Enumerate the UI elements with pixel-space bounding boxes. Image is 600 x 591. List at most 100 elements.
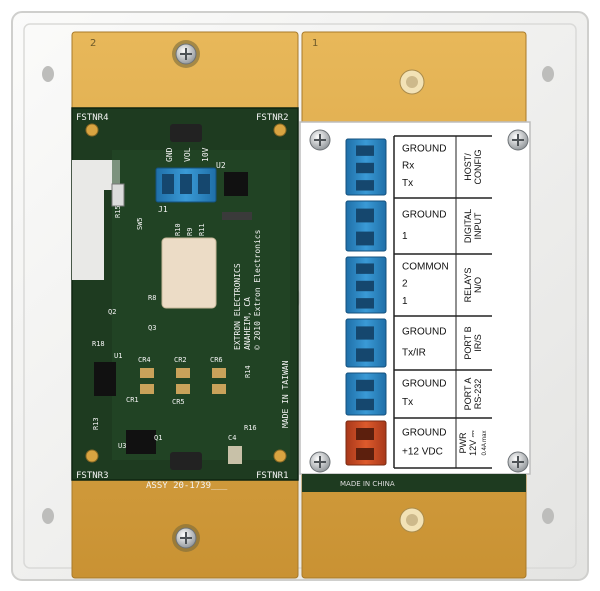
row-group-label: RS-232 bbox=[473, 379, 483, 410]
brand-line: © 2010 Extron Electronics bbox=[253, 229, 262, 350]
silk-r15: R15 bbox=[114, 205, 122, 218]
silk-u2: U2 bbox=[216, 161, 226, 170]
fastener-label: FSTNR1 bbox=[256, 471, 289, 481]
panel-screw bbox=[507, 129, 529, 151]
row-group-label: PORT A bbox=[463, 378, 473, 411]
silk-u3: U3 bbox=[118, 442, 126, 450]
connector-panel-base bbox=[302, 474, 526, 492]
screw-bottom-left bbox=[172, 524, 200, 552]
row-group-label: CONFIG bbox=[473, 150, 483, 185]
label-pad bbox=[161, 237, 217, 309]
row-group-label: 0.4A max bbox=[482, 430, 488, 455]
pcb-hole bbox=[273, 123, 287, 137]
silk-q1: Q1 bbox=[154, 434, 162, 442]
row-label: GROUND bbox=[402, 379, 446, 390]
silk-j1: J1 bbox=[158, 205, 168, 214]
pcb-hole bbox=[85, 449, 99, 463]
silk-r14: R14 bbox=[244, 365, 252, 378]
row-label: Tx/IR bbox=[402, 347, 426, 358]
silk-c4: C4 bbox=[228, 434, 236, 442]
row-group-label: RELAYS bbox=[463, 268, 473, 303]
volume-connector bbox=[155, 167, 217, 203]
row-group-label: N/O bbox=[473, 277, 483, 293]
terminal-pin bbox=[356, 326, 374, 340]
pcb-hole bbox=[273, 449, 287, 463]
row-group-label: PWR bbox=[458, 432, 468, 453]
row-label: 1 bbox=[402, 296, 408, 307]
pcb-clip-top bbox=[170, 124, 202, 142]
silk-r16: R16 bbox=[244, 424, 257, 432]
row-group-label: PORT B bbox=[463, 326, 473, 359]
row-label: Rx bbox=[402, 161, 414, 172]
terminal-pin bbox=[356, 448, 374, 460]
row-group-label: HOST/ bbox=[463, 153, 473, 181]
panel-screw bbox=[309, 129, 331, 151]
silk-u1: U1 bbox=[114, 352, 122, 360]
plate-hole bbox=[542, 66, 554, 82]
resistor-array bbox=[222, 212, 252, 220]
silk-r8: R8 bbox=[148, 294, 156, 302]
silk-r18: R18 bbox=[92, 340, 105, 348]
silk-cr1: CR1 bbox=[126, 396, 139, 404]
made-in-label: MADE IN TAIWAN bbox=[281, 360, 290, 428]
pcb-clip-bottom bbox=[170, 452, 202, 470]
terminal-pin bbox=[356, 298, 374, 309]
pin-label: 10V bbox=[201, 147, 210, 162]
terminal-pin bbox=[356, 145, 374, 156]
row-group-label: 12V ⎓ bbox=[468, 430, 478, 456]
silk-r9: R9 bbox=[186, 228, 194, 236]
silk-r13: R13 bbox=[92, 417, 100, 430]
fastener-label: FSTNR4 bbox=[76, 113, 109, 123]
screw-bottom-right bbox=[399, 507, 425, 533]
row-group-label: INPUT bbox=[473, 212, 483, 240]
terminal-pin bbox=[356, 208, 374, 223]
panel-screw bbox=[309, 451, 331, 473]
ic-u1 bbox=[94, 362, 116, 396]
terminal-pin bbox=[356, 280, 374, 292]
slot-number-left: 2 bbox=[90, 38, 96, 49]
terminal-pin bbox=[356, 348, 374, 362]
plate-hole bbox=[542, 508, 554, 524]
brand-line: ANAHEIM, CA bbox=[243, 297, 252, 350]
silk-cr5: CR5 bbox=[172, 398, 185, 406]
connector-panel bbox=[299, 121, 531, 475]
pcb-hole bbox=[85, 123, 99, 137]
row-label: GROUND bbox=[402, 144, 446, 155]
terminal-pin bbox=[356, 231, 374, 246]
screw-top-right bbox=[399, 69, 425, 95]
silk-r10: R10 bbox=[174, 223, 182, 236]
ic-u3 bbox=[126, 430, 156, 454]
assy-label: ASSY 20-1739___ bbox=[146, 481, 228, 491]
pin-label: GND bbox=[165, 147, 174, 162]
silk-cr4: CR4 bbox=[138, 356, 151, 364]
capacitor bbox=[228, 446, 242, 464]
row-label: GROUND bbox=[402, 427, 446, 438]
pin-label: VOL bbox=[183, 147, 192, 162]
row-label: Tx bbox=[402, 397, 413, 408]
silk-q3: Q3 bbox=[148, 324, 156, 332]
silk-r11: R11 bbox=[198, 223, 206, 236]
slot-number-right: 1 bbox=[312, 38, 318, 49]
panel-screw bbox=[507, 451, 529, 473]
silk-cr2: CR2 bbox=[174, 356, 187, 364]
terminal-pin bbox=[356, 398, 374, 411]
terminal-pin bbox=[356, 162, 374, 174]
terminal-pin bbox=[356, 428, 374, 440]
row-label: 1 bbox=[402, 231, 408, 242]
row-label: GROUND bbox=[402, 209, 446, 220]
terminal-pin bbox=[356, 263, 374, 274]
left-pcb-cutout bbox=[72, 160, 120, 280]
plate-hole bbox=[42, 66, 54, 82]
silkscreen-text: FSTNR4 FSTNR2 FSTNR3 FSTNR1 GND VOL 10V … bbox=[76, 113, 290, 491]
terminal-pin bbox=[356, 180, 374, 191]
row-group-label: DIGITAL bbox=[463, 209, 473, 243]
screw-top-left bbox=[172, 40, 200, 68]
plate-hole bbox=[42, 508, 54, 524]
